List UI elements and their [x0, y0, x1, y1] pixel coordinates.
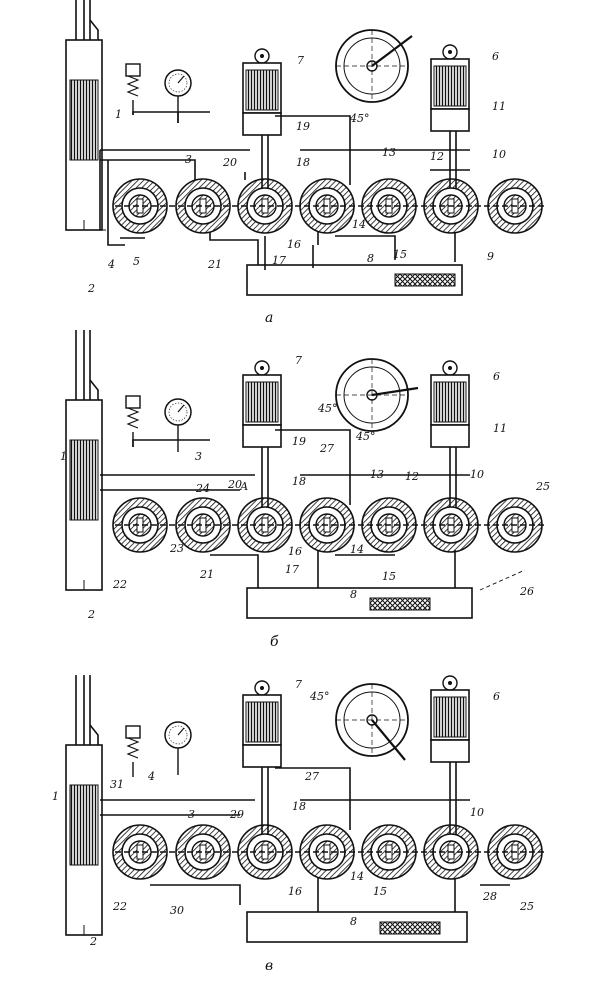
- label-20: 20: [222, 156, 237, 169]
- label-12: 12: [405, 470, 419, 483]
- label-26: 26: [519, 585, 534, 598]
- label-18: 18: [292, 800, 306, 813]
- label-14: 14: [350, 543, 364, 556]
- label-13: 13: [370, 468, 384, 481]
- label-3: 3: [185, 153, 192, 166]
- label-10: 10: [470, 468, 484, 481]
- label-23: 23: [169, 542, 184, 555]
- label-10: 10: [492, 148, 506, 161]
- label-11: 11: [492, 100, 506, 113]
- angle-b1: 45°: [317, 402, 338, 415]
- arrow-letter: А: [239, 480, 248, 493]
- label-10: 10: [470, 806, 484, 819]
- panel-v: 1 2 3 4 6 7 8 10 14 15 16 18 22 25 27 28…: [52, 674, 545, 974]
- label-18: 18: [292, 475, 306, 488]
- label-19: 19: [296, 120, 310, 133]
- caption-v: в: [265, 958, 273, 974]
- label-8: 8: [367, 252, 374, 265]
- label-30: 30: [170, 904, 184, 917]
- label-14: 14: [352, 218, 366, 231]
- label-16: 16: [287, 238, 301, 251]
- label-2: 2: [87, 282, 95, 295]
- label-17: 17: [272, 254, 286, 267]
- label-28: 28: [482, 890, 497, 903]
- caption-a: а: [265, 310, 273, 326]
- label-12: 12: [430, 150, 444, 163]
- label-7: 7: [297, 54, 304, 67]
- label-1: 1: [60, 450, 67, 463]
- label-8: 8: [350, 588, 357, 601]
- label-15: 15: [393, 248, 407, 261]
- label-3: 3: [188, 808, 195, 821]
- label-4: 4: [147, 770, 155, 783]
- label-24: 24: [195, 482, 210, 495]
- angle-v: 45°: [309, 690, 330, 703]
- label-21: 21: [199, 568, 214, 581]
- label-18: 18: [296, 156, 310, 169]
- panel-b: 1 2 3 6 7 8 10 11 12 13 14 15 16 17 18 1…: [60, 329, 550, 650]
- label-22: 22: [112, 578, 127, 591]
- label-29: 29: [229, 808, 244, 821]
- label-25: 25: [519, 900, 534, 913]
- label-1: 1: [115, 108, 122, 121]
- label-27: 27: [319, 442, 334, 455]
- label-2: 2: [87, 608, 95, 621]
- caption-b: б: [270, 634, 279, 650]
- label-20: 20: [227, 478, 242, 491]
- label-7: 7: [295, 354, 302, 367]
- label-8: 8: [350, 915, 357, 928]
- label-9: 9: [487, 250, 494, 263]
- label-16: 16: [288, 885, 302, 898]
- label-11: 11: [493, 422, 507, 435]
- label-5: 5: [133, 255, 140, 268]
- label-25: 25: [535, 480, 550, 493]
- label-27: 27: [304, 770, 319, 783]
- label-15: 15: [373, 885, 387, 898]
- label-4: 4: [107, 258, 115, 271]
- label-16: 16: [288, 545, 302, 558]
- label-6: 6: [492, 50, 499, 63]
- label-2: 2: [89, 935, 97, 948]
- panel-a: 1 2 3 4 5 6 7 8 9 10 11 12 13 14 15 16 1…: [65, 0, 545, 326]
- label-17: 17: [285, 563, 299, 576]
- label-7: 7: [295, 678, 302, 691]
- label-3: 3: [195, 450, 202, 463]
- label-22: 22: [112, 900, 127, 913]
- label-21: 21: [207, 258, 222, 271]
- label-31: 31: [110, 778, 124, 791]
- label-13: 13: [382, 146, 396, 159]
- label-6: 6: [493, 690, 500, 703]
- angle-b2: 45°: [355, 430, 376, 443]
- label-19: 19: [292, 435, 306, 448]
- angle-a: 45°: [349, 112, 370, 125]
- label-15: 15: [382, 570, 396, 583]
- label-6: 6: [493, 370, 500, 383]
- label-14: 14: [350, 870, 364, 883]
- label-1: 1: [52, 790, 59, 803]
